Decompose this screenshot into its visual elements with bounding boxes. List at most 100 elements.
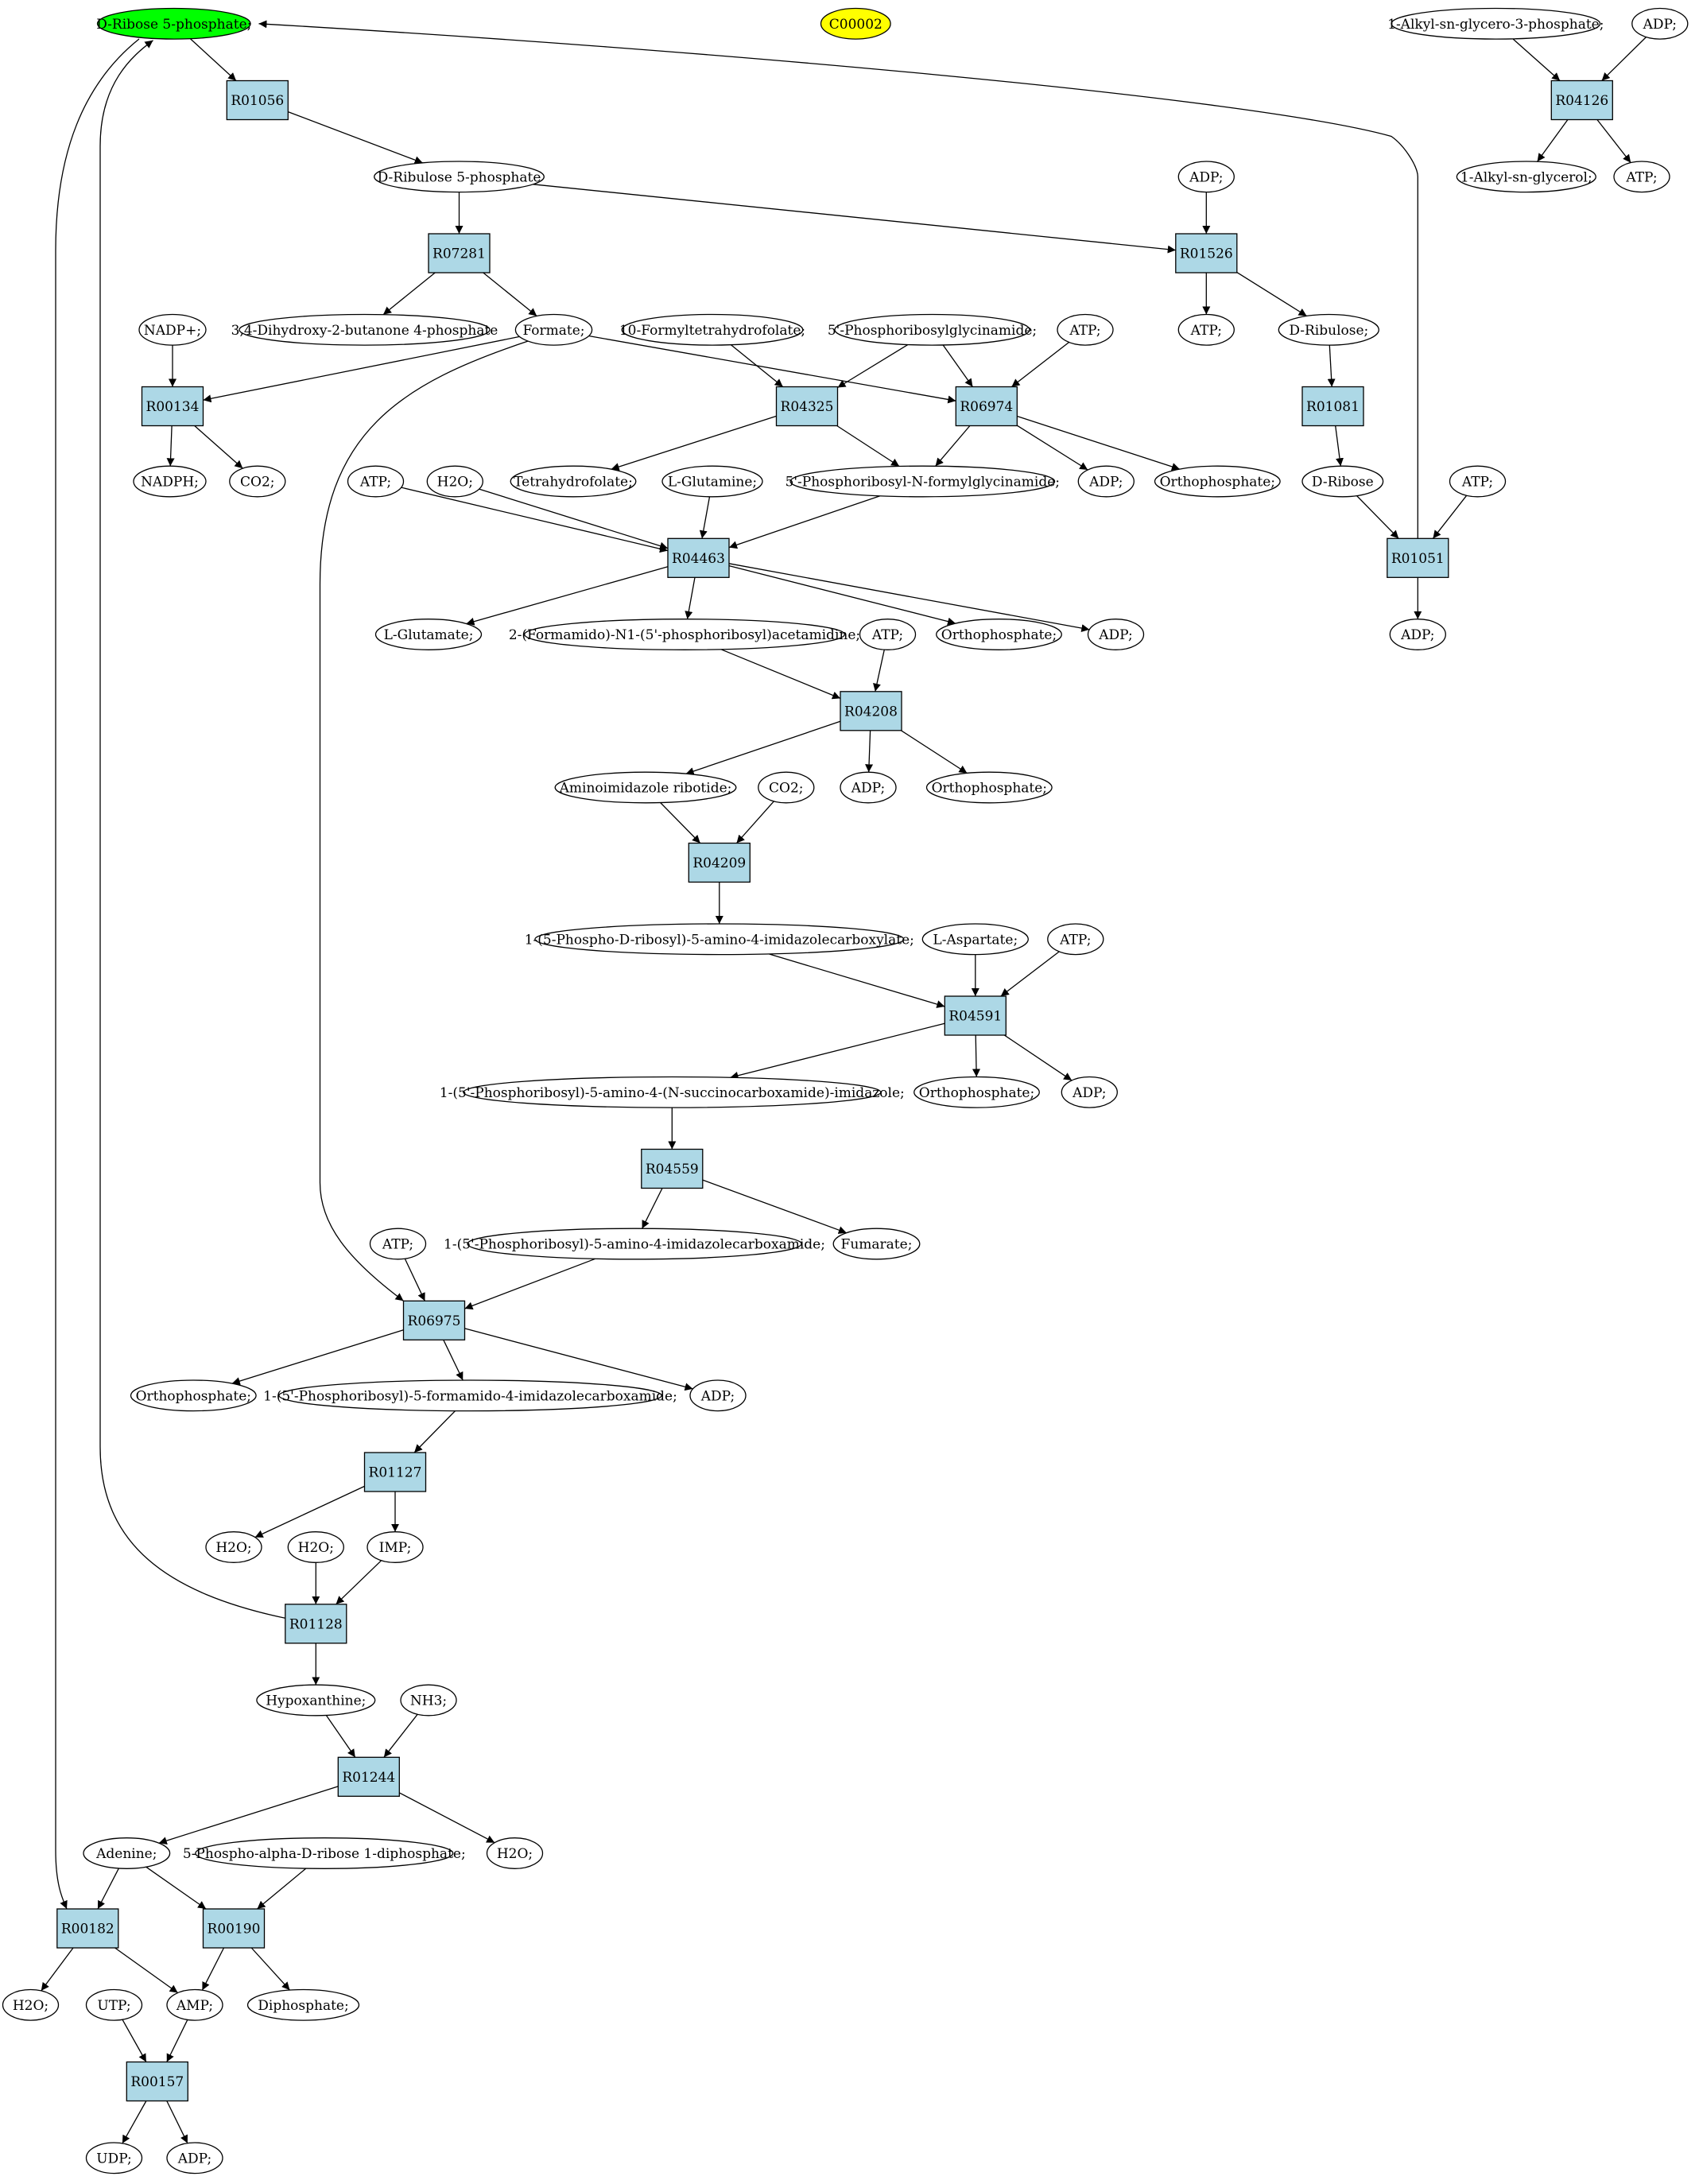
- reaction-node-r-R00190[interactable]: R00190: [202, 1908, 266, 1949]
- compound-node-c-amp[interactable]: AMP;: [166, 1988, 223, 2021]
- reaction-node-r-R00157[interactable]: R00157: [126, 2061, 188, 2102]
- compound-node-c-c00002[interactable]: C00002: [820, 7, 891, 40]
- compound-node-c-co2-r04209[interactable]: CO2;: [758, 771, 815, 804]
- compound-node-c-adp-r01526[interactable]: ADP;: [1177, 161, 1235, 193]
- compound-node-c-nadp[interactable]: NADP+;: [138, 313, 207, 346]
- compound-node-c-adp-r04126[interactable]: ADP;: [1631, 7, 1689, 40]
- edge-r-R00190-to-c-amp: [201, 1947, 225, 1991]
- node-label: ATP;: [1190, 323, 1222, 339]
- compound-node-c-alkylglycerol[interactable]: 1-Alkyl-sn-glycerol;: [1456, 161, 1596, 193]
- reaction-node-r-R01127[interactable]: R01127: [363, 1452, 427, 1492]
- compound-node-c-pi-r06974[interactable]: Orthophosphate;: [1154, 465, 1281, 498]
- compound-node-c-adenine[interactable]: Adenine;: [83, 1837, 171, 1869]
- node-label: ADP;: [851, 781, 885, 797]
- compound-node-c-h2o-r01244[interactable]: H2O;: [486, 1837, 544, 1869]
- reaction-node-r-R00182[interactable]: R00182: [56, 1908, 119, 1949]
- compound-node-c-co2-r00134[interactable]: CO2;: [229, 465, 286, 498]
- reaction-node-r-R00134[interactable]: R00134: [141, 386, 204, 427]
- reaction-node-r-R04209[interactable]: R04209: [688, 842, 751, 883]
- node-label: R00182: [61, 1922, 114, 1938]
- compound-node-c-adp-r06975[interactable]: ADP;: [689, 1379, 747, 1412]
- node-label: 2-(Formamido)-N1-(5'-phosphoribosyl)acet…: [509, 627, 860, 643]
- compound-node-c-h2o-r01128[interactable]: H2O;: [287, 1531, 344, 1563]
- compound-node-c-fgar[interactable]: 5'-Phosphoribosyl-N-formylglycinamide;: [785, 465, 1060, 498]
- compound-node-c-atp-r04208[interactable]: ATP;: [859, 619, 917, 650]
- node-label: 5'-Phosphoribosyl-N-formylglycinamide;: [785, 475, 1060, 491]
- compound-node-c-ribulose[interactable]: D-Ribulose;: [1278, 313, 1379, 346]
- compound-node-c-nh3[interactable]: NH3;: [400, 1684, 457, 1717]
- compound-node-c-adp-r04591[interactable]: ADP;: [1061, 1076, 1118, 1108]
- reaction-node-r-R01051[interactable]: R01051: [1387, 537, 1449, 578]
- compound-node-c-fumarate[interactable]: Fumarate;: [832, 1228, 921, 1260]
- compound-node-c-pi-r04208[interactable]: Orthophosphate;: [925, 771, 1053, 804]
- compound-node-c-air[interactable]: Aminoimidazole ribotide;: [554, 771, 737, 804]
- compound-node-c-prpp[interactable]: 5-Phospho-alpha-D-ribose 1-diphosphate;: [183, 1837, 466, 1869]
- compound-node-c-hypox[interactable]: Hypoxanthine;: [256, 1684, 376, 1717]
- compound-node-c-ru5p[interactable]: D-Ribulose 5-phosphate: [374, 161, 545, 193]
- compound-node-c-atp-r04463[interactable]: ATP;: [347, 465, 405, 498]
- reaction-node-r-R04591[interactable]: R04591: [944, 995, 1007, 1036]
- compound-ellipse: [554, 771, 737, 804]
- reaction-node-r-R04208[interactable]: R04208: [840, 691, 902, 731]
- compound-node-c-gar[interactable]: 5'-Phosphoribosylglycinamide;: [828, 313, 1037, 346]
- reaction-node-r-R04559[interactable]: R04559: [641, 1148, 704, 1189]
- compound-node-c-nadph[interactable]: NADPH;: [133, 465, 207, 498]
- reaction-node-r-R04325[interactable]: R04325: [775, 386, 839, 427]
- compound-node-c-atp-r01051[interactable]: ATP;: [1449, 465, 1507, 498]
- compound-node-c-cair[interactable]: 1-(5-Phospho-D-ribosyl)-5-amino-4-imidaz…: [525, 923, 914, 956]
- compound-node-c-fgam[interactable]: 2-(Formamido)-N1-(5'-phosphoribosyl)acet…: [509, 619, 860, 650]
- reaction-node-r-R04126[interactable]: R04126: [1550, 80, 1613, 121]
- compound-node-c-10fthf[interactable]: 10-Formyltetrahydrofolate;: [619, 313, 805, 346]
- compound-node-c-adp-r01051[interactable]: ADP;: [1389, 619, 1446, 650]
- reaction-node-r-R01244[interactable]: R01244: [337, 1756, 400, 1797]
- compound-ellipse: [1456, 161, 1596, 193]
- compound-node-c-adp-r04208[interactable]: ADP;: [840, 771, 897, 804]
- compound-ellipse: [936, 619, 1062, 650]
- compound-node-c-dribose[interactable]: D-Ribose: [1301, 465, 1384, 498]
- reaction-node-r-R06975[interactable]: R06975: [402, 1300, 466, 1340]
- reaction-node-r-R01081[interactable]: R01081: [1301, 386, 1364, 427]
- compound-node-c-h2o-r00182[interactable]: H2O;: [2, 1988, 60, 2021]
- compound-node-c-adp-r04463[interactable]: ADP;: [1087, 619, 1145, 650]
- compound-node-c-ppi[interactable]: Diphosphate;: [246, 1988, 360, 2021]
- compound-node-c-h2o-r01127[interactable]: H2O;: [205, 1531, 262, 1563]
- compound-node-c-gln[interactable]: L-Glutamine;: [661, 465, 763, 498]
- edge-r-R00157-to-c-adp-r00157: [166, 2101, 188, 2143]
- compound-node-c-imp[interactable]: IMP;: [367, 1531, 424, 1563]
- edge-r-R06974-to-c-fgar: [935, 425, 971, 467]
- compound-node-c-atp-r06975[interactable]: ATP;: [369, 1228, 427, 1260]
- reaction-node-r-R01056[interactable]: R01056: [226, 80, 289, 121]
- compound-node-c-h2o-r04463[interactable]: H2O;: [426, 465, 483, 498]
- compound-node-c-dhbp[interactable]: 3,4-Dihydroxy-2-butanone 4-phosphate: [231, 313, 498, 346]
- compound-node-c-atp-r01526[interactable]: ATP;: [1177, 313, 1235, 346]
- compound-node-c-r5p[interactable]: D-Ribose 5-phosphate;: [96, 7, 251, 40]
- compound-node-c-atp-r06974[interactable]: ATP;: [1057, 313, 1114, 346]
- compound-ellipse: [463, 1076, 882, 1108]
- edge-c-gln-to-r-R04463: [699, 496, 711, 539]
- compound-node-c-alkylg3p[interactable]: 1-Alkyl-sn-glycero-3-phosphate;: [1387, 7, 1604, 40]
- compound-node-c-pi-r06975[interactable]: Orthophosphate;: [130, 1379, 257, 1412]
- compound-node-c-glu[interactable]: L-Glutamate;: [374, 619, 483, 650]
- node-label: D-Ribose: [1312, 475, 1374, 491]
- compound-node-c-thf[interactable]: Tetrahydrofolate;: [510, 465, 637, 498]
- reaction-node-r-R01526[interactable]: R01526: [1175, 233, 1238, 273]
- compound-node-c-adp-r00157[interactable]: ADP;: [166, 2142, 223, 2174]
- reaction-node-r-R06974[interactable]: R06974: [955, 386, 1018, 427]
- node-label: 1-(5'-Phosphoribosyl)-5-amino-4-(N-succi…: [440, 1085, 905, 1101]
- compound-node-c-formate[interactable]: Formate;: [514, 313, 593, 346]
- compound-node-c-atp-r04126[interactable]: ATP;: [1613, 161, 1670, 193]
- reaction-node-r-R01128[interactable]: R01128: [285, 1604, 347, 1644]
- compound-node-c-adp-r06974[interactable]: ADP;: [1077, 465, 1135, 498]
- compound-node-c-udp[interactable]: UDP;: [85, 2142, 143, 2174]
- compound-node-c-faicar[interactable]: 1-(5'-Phosphoribosyl)-5-formamido-4-imid…: [263, 1379, 677, 1412]
- compound-node-c-saicar[interactable]: 1-(5'-Phosphoribosyl)-5-amino-4-(N-succi…: [440, 1076, 905, 1108]
- reaction-node-r-R07281[interactable]: R07281: [428, 233, 491, 273]
- compound-node-c-utp[interactable]: UTP;: [85, 1988, 143, 2021]
- compound-node-c-asp[interactable]: L-Aspartate;: [921, 923, 1029, 956]
- compound-node-c-atp-r04591[interactable]: ATP;: [1047, 923, 1104, 956]
- compound-node-c-pi-r04591[interactable]: Orthophosphate;: [914, 1076, 1040, 1108]
- reaction-node-r-R04463[interactable]: R04463: [667, 537, 730, 578]
- compound-ellipse: [367, 1531, 424, 1563]
- compound-node-c-pi-r04463[interactable]: Orthophosphate;: [936, 619, 1062, 650]
- compound-node-c-aicar[interactable]: 1-(5'-Phosphoribosyl)-5-amino-4-imidazol…: [444, 1228, 825, 1260]
